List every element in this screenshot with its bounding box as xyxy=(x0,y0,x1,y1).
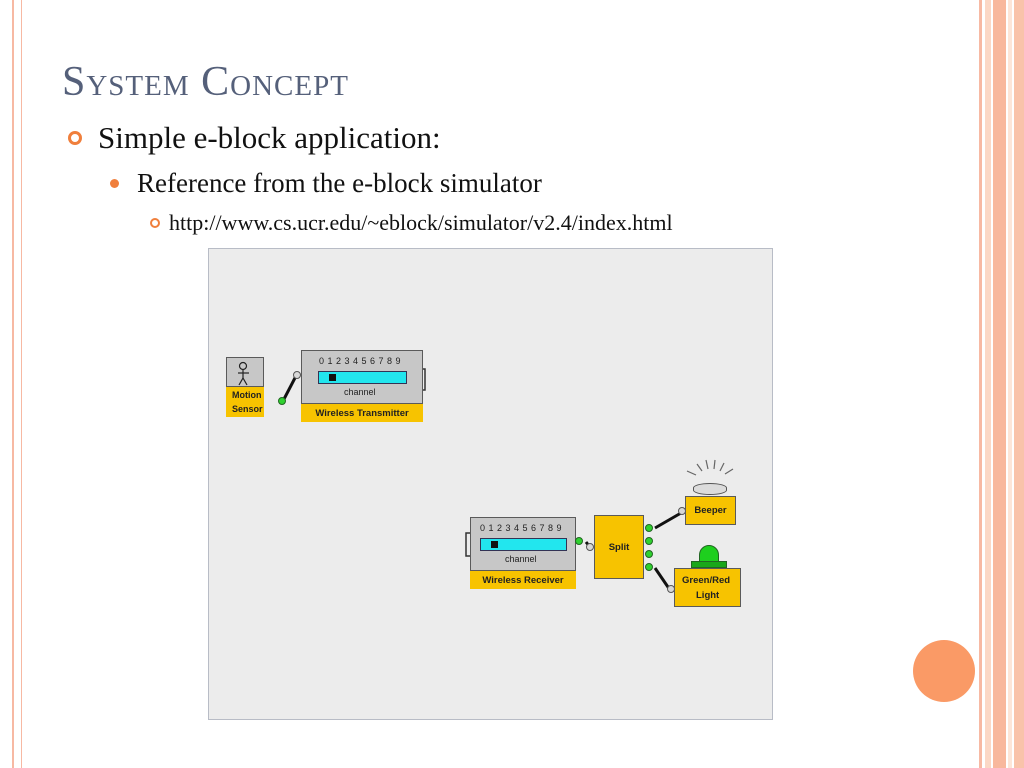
receiver-antenna xyxy=(465,532,470,557)
right-decor-stripe-3 xyxy=(993,0,1006,768)
beeper-block[interactable]: Beeper xyxy=(685,496,736,525)
split-output-led-1 xyxy=(645,524,653,532)
transmitter-slider-knob[interactable] xyxy=(329,374,336,381)
right-decor-stripe-1 xyxy=(979,0,982,768)
beeper-label: Beeper xyxy=(694,505,727,516)
ring-bullet-icon xyxy=(68,131,82,145)
bullet-level-2: Reference from the e-block simulator xyxy=(110,168,542,199)
receiver-label-bar: Wireless Receiver xyxy=(470,570,576,589)
motion-sensor-label-line1: Motion xyxy=(232,390,262,400)
bullet-link-text[interactable]: http://www.cs.ucr.edu/~eblock/simulator/… xyxy=(169,210,673,235)
split-output-led-4 xyxy=(645,563,653,571)
simulator-panel: Motion Sensor 0 1 2 3 4 5 6 7 8 9 channe… xyxy=(208,248,773,720)
decorative-orange-circle xyxy=(913,640,975,702)
wireless-receiver-block[interactable]: 0 1 2 3 4 5 6 7 8 9 channel Wireless Rec… xyxy=(470,517,576,589)
ring-bullet-icon xyxy=(150,218,160,228)
wire-sensor-to-transmitter xyxy=(281,375,298,402)
transmitter-label-bar: Wireless Transmitter xyxy=(301,403,423,422)
beeper-icon xyxy=(693,483,727,495)
split-input-led xyxy=(586,543,594,551)
receiver-channel-label: channel xyxy=(505,554,537,564)
right-decor-stripe-4 xyxy=(1008,0,1012,768)
split-label: Split xyxy=(608,541,630,553)
receiver-slider-knob[interactable] xyxy=(491,541,498,548)
motion-sensor-output-led xyxy=(278,397,286,405)
green-red-light-block[interactable]: Green/Red Light xyxy=(674,568,741,607)
left-decor-line-1 xyxy=(12,0,14,768)
split-output-led-2 xyxy=(645,537,653,545)
slide-title: System Concept xyxy=(62,59,349,105)
receiver-channel-digits: 0 1 2 3 4 5 6 7 8 9 xyxy=(480,523,563,533)
bullet-level-3: http://www.cs.ucr.edu/~eblock/simulator/… xyxy=(150,210,673,236)
light-label-line2: Light xyxy=(696,590,720,601)
receiver-output-led xyxy=(575,537,583,545)
transmitter-channel-label: channel xyxy=(344,387,376,397)
transmitter-channel-slider[interactable] xyxy=(318,371,407,384)
transmitter-channel-digits: 0 1 2 3 4 5 6 7 8 9 xyxy=(319,356,402,366)
beeper-sound-rays xyxy=(686,459,734,476)
motion-sensor-label-line2: Sensor xyxy=(232,404,263,414)
person-icon xyxy=(238,361,249,386)
wireless-transmitter-block[interactable]: 0 1 2 3 4 5 6 7 8 9 channel Wireless Tra… xyxy=(301,350,423,422)
bullet-text: Reference from the e-block simulator xyxy=(137,168,542,198)
bullet-level-1: Simple e-block application: xyxy=(68,120,441,156)
motion-sensor-label-area: Motion Sensor xyxy=(226,386,264,417)
transmitter-antenna xyxy=(422,368,426,391)
split-output-led-3 xyxy=(645,550,653,558)
receiver-channel-slider[interactable] xyxy=(480,538,567,551)
light-label-line1: Green/Red xyxy=(682,575,731,586)
wire-split-to-beeper xyxy=(654,511,682,530)
dot-bullet-icon xyxy=(110,179,119,188)
wires xyxy=(281,368,734,591)
right-decor-stripe-2 xyxy=(985,0,991,768)
transmitter-input-led xyxy=(293,371,301,379)
right-decor-stripe-5 xyxy=(1014,0,1024,768)
motion-sensor-block[interactable]: Motion Sensor xyxy=(226,357,264,417)
left-decor-line-2 xyxy=(21,0,22,768)
bullet-text: Simple e-block application: xyxy=(98,120,441,155)
green-light-base xyxy=(691,561,727,568)
split-block[interactable]: Split xyxy=(594,515,644,579)
